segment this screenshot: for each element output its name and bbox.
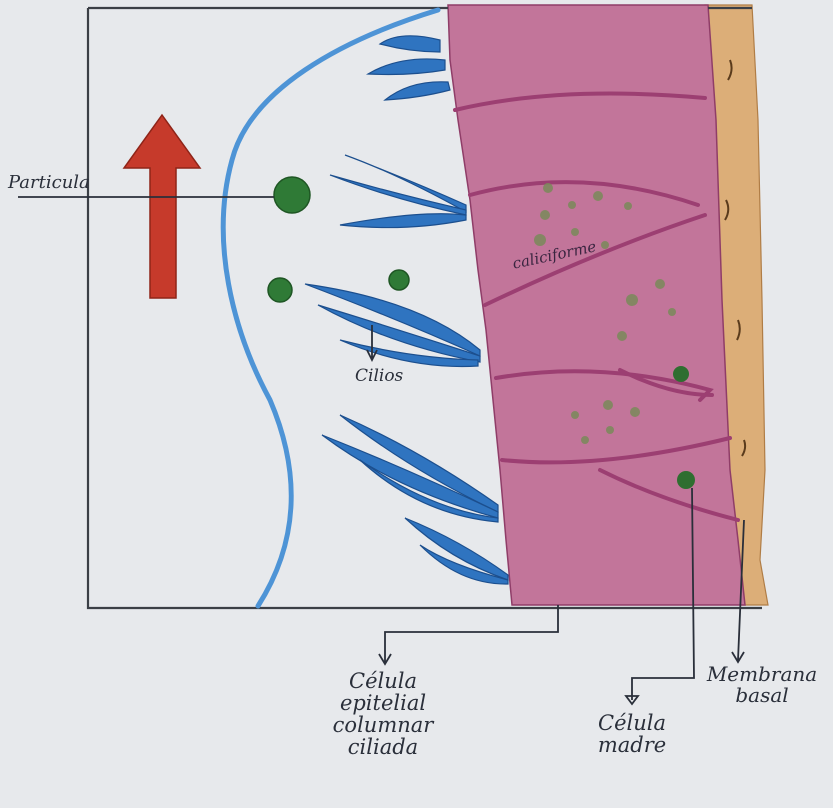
stem-cell-label-line: madre	[572, 734, 692, 756]
basement-membrane-label-line: Membrana	[694, 664, 830, 685]
ciliated-cell-label-line: epitelial	[308, 692, 458, 714]
ciliated-cell-label: Célula epitelial columnar ciliada	[308, 670, 458, 758]
basement-membrane-label: Membrana basal	[694, 664, 830, 706]
cilia-label: Cilios	[355, 368, 403, 386]
ciliated-cell-label-line: Célula	[308, 670, 458, 692]
up-arrow-icon	[124, 115, 200, 298]
basement-membrane-label-line: basal	[694, 685, 830, 706]
stem-cell-nucleus	[673, 366, 689, 382]
ciliated-cell-leader	[379, 605, 558, 664]
particles	[268, 177, 409, 302]
particle-label: Particula	[8, 174, 90, 193]
stem-cell-label-line: Célula	[572, 712, 692, 734]
ciliated-cell-label-line: ciliada	[308, 736, 458, 758]
ciliated-cell-label-line: columnar	[308, 714, 458, 736]
stem-cell-label: Célula madre	[572, 712, 692, 756]
stem-cell-nucleus	[677, 471, 695, 489]
